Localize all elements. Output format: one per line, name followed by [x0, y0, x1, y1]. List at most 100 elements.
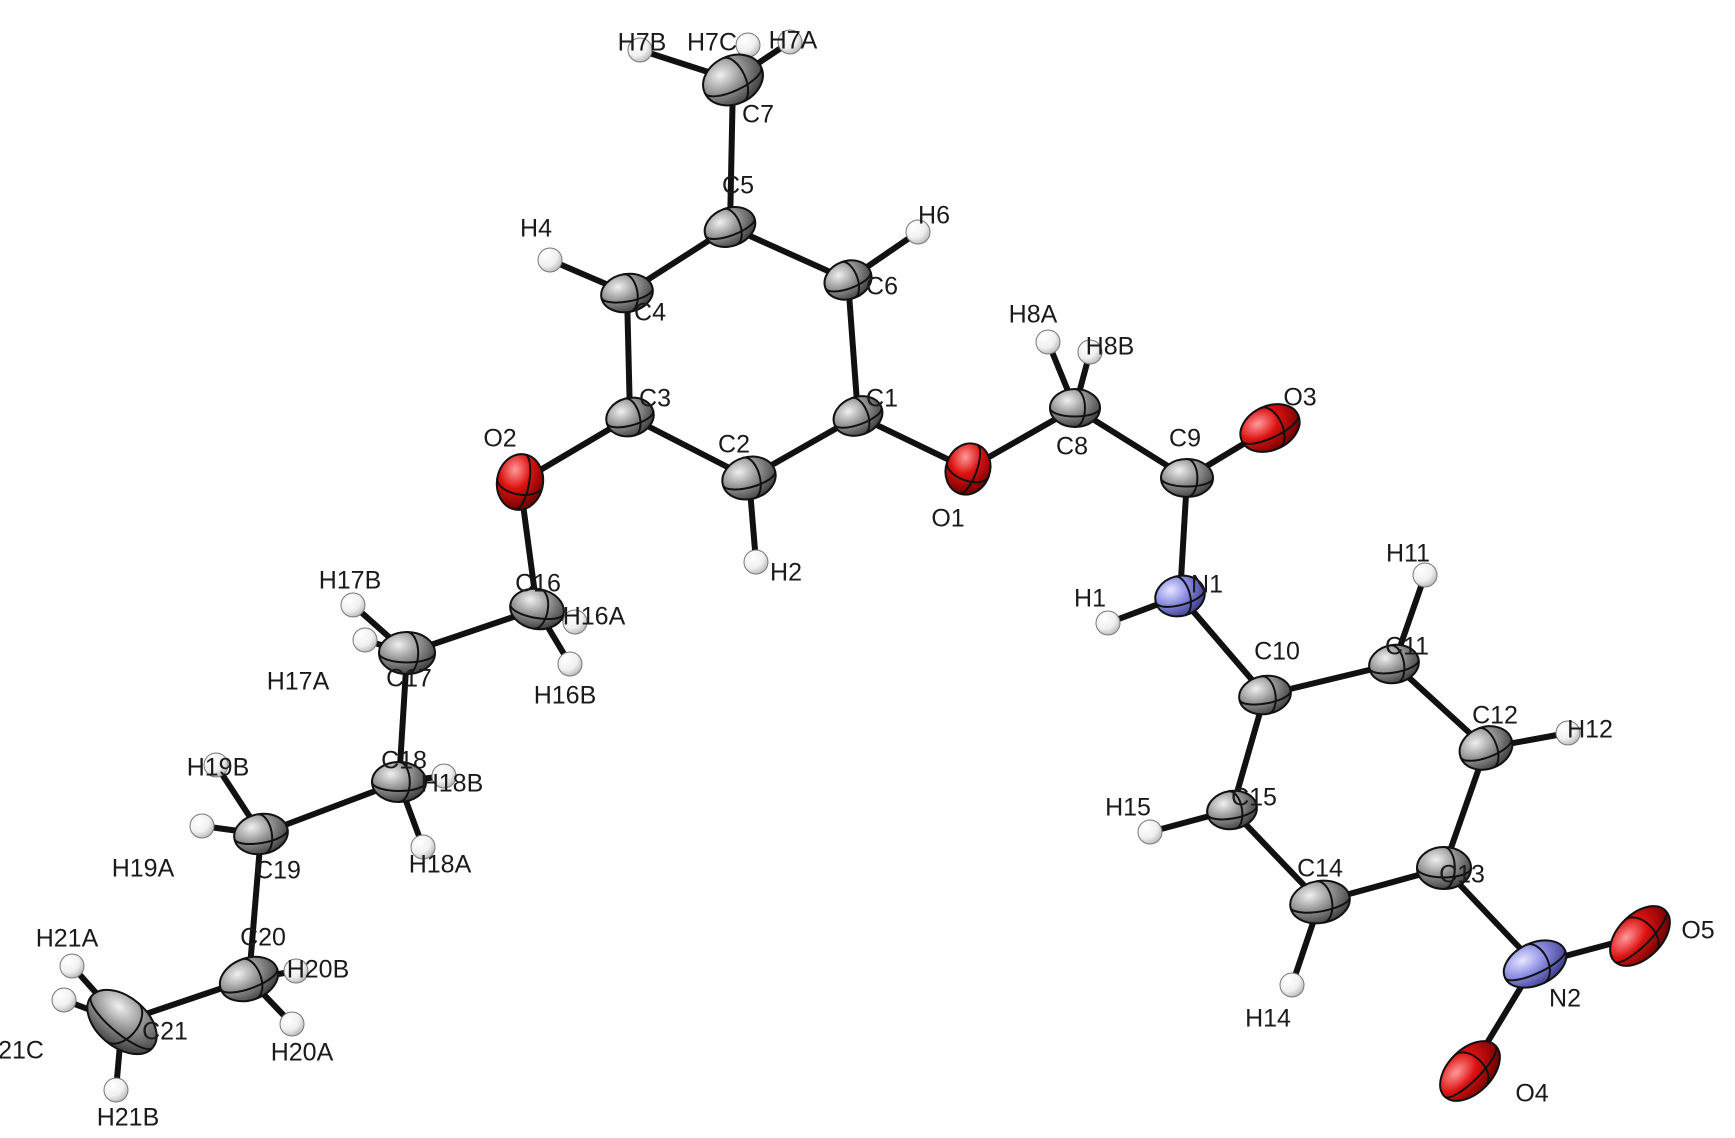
atom-label-h11: H11 [1386, 540, 1430, 568]
bond-c19-c20 [246, 831, 264, 982]
atom-c7 [702, 53, 764, 107]
atom-h12 [1555, 720, 1581, 746]
atom-label-h12: H12 [1567, 716, 1613, 744]
atom-h4 [537, 247, 563, 273]
atom-label-h17b: H17B [319, 567, 382, 595]
atom-h2 [743, 549, 769, 575]
atom-label-c21: C21 [142, 1018, 188, 1046]
atom-c8 [1049, 388, 1101, 428]
atom-label-o5: O5 [1681, 917, 1714, 945]
atom-c21 [86, 988, 158, 1056]
atom-o5 [1609, 905, 1671, 967]
atom-c6 [823, 259, 873, 301]
atom-label-c6: C6 [866, 273, 898, 301]
atom-c16 [509, 587, 565, 631]
atom-label-o2: O2 [483, 425, 516, 453]
atom-h17b [340, 592, 366, 618]
atom-c4 [600, 272, 654, 314]
atom-h16a [562, 609, 588, 635]
atom-label-o1: O1 [931, 505, 964, 533]
atom-c17 [378, 631, 436, 675]
bond-c6-c1 [845, 277, 861, 419]
atom-h21c [51, 987, 77, 1013]
atom-c18 [371, 761, 427, 803]
atom-c2 [721, 455, 777, 501]
atom-label-c3: C3 [639, 385, 671, 413]
atom-label-h7b: H7B [618, 29, 667, 57]
atom-h7c [735, 32, 761, 58]
atom-label-c1: C1 [866, 385, 898, 413]
atom-o3 [1239, 403, 1301, 453]
atom-o2 [495, 453, 545, 511]
atom-label-h8b: H8B [1086, 333, 1135, 361]
atom-label-c12: C12 [1472, 702, 1518, 730]
atom-c15 [1206, 789, 1258, 831]
atom-label-c5: C5 [722, 172, 754, 200]
atom-c5 [703, 206, 757, 248]
atom-label-h2: H2 [770, 559, 802, 587]
atom-label-c18: C18 [381, 747, 427, 775]
atom-label-h20b: H20B [287, 956, 350, 984]
atom-label-c20: C20 [240, 924, 286, 952]
atom-label-c4: C4 [634, 299, 666, 327]
atom-label-c10: C10 [1254, 638, 1300, 666]
atom-o4 [1439, 1040, 1501, 1102]
atom-h7a [777, 29, 803, 55]
atom-label-c16: C16 [515, 570, 561, 598]
atom-label-c9: C9 [1169, 425, 1201, 453]
atom-label-o3: O3 [1283, 384, 1316, 412]
atom-label-h7a: H7A [769, 27, 818, 55]
atom-label-h1: H1 [1074, 585, 1106, 613]
atom-label-c17: C17 [386, 665, 432, 693]
atom-h19a [189, 813, 215, 839]
atom-c3 [605, 396, 655, 438]
atom-label-c11: C11 [1385, 633, 1429, 661]
atom-c12 [1458, 725, 1514, 771]
atom-label-c13: C13 [1439, 861, 1485, 889]
atom-label-h19a: H19A [112, 855, 175, 883]
atom-h17a [352, 627, 378, 653]
atom-label-h8a: H8A [1009, 301, 1058, 329]
atom-h8a [1035, 329, 1061, 355]
atom-c14 [1289, 879, 1351, 925]
atom-n2 [1502, 939, 1568, 989]
atom-label-h21a: H21A [36, 925, 99, 953]
atom-h18b [431, 763, 457, 789]
atom-h15 [1137, 819, 1163, 845]
atom-label-h21b: H21B [97, 1104, 160, 1132]
atom-h21a [59, 953, 85, 979]
atom-c19 [233, 812, 289, 856]
atom-label-h16a: H16A [563, 603, 626, 631]
atom-h19b [203, 752, 229, 778]
atom-label-h20a: H20A [271, 1039, 334, 1067]
atom-label-c19: C19 [255, 857, 301, 885]
atom-label-h6: H6 [918, 202, 950, 230]
atom-c10 [1238, 674, 1292, 716]
atom-c11 [1368, 643, 1420, 685]
atom-label-c15: C15 [1231, 784, 1277, 812]
atom-h20b [283, 958, 309, 984]
atom-label-h21c: H21C [0, 1037, 44, 1065]
atom-label-n2: N2 [1549, 985, 1581, 1013]
atom-h20a [279, 1011, 305, 1037]
atom-h16b [557, 651, 583, 677]
atom-c20 [218, 955, 280, 1003]
atom-label-h19b: H19B [187, 754, 250, 782]
atom-h11 [1412, 562, 1438, 588]
atom-h21b [103, 1077, 129, 1103]
atom-h18a [410, 834, 436, 860]
atom-label-n1: N1 [1191, 571, 1223, 599]
bond-c3-c4 [624, 290, 633, 420]
atom-label-h14: H14 [1245, 1005, 1291, 1033]
atom-label-h18a: H18A [409, 851, 472, 879]
atom-h7b [627, 37, 653, 63]
atom-label-c7: C7 [742, 101, 774, 129]
atom-n1 [1154, 574, 1206, 618]
atom-h6 [905, 219, 931, 245]
atom-label-o4: O4 [1515, 1080, 1548, 1108]
atom-h1 [1095, 610, 1121, 636]
atom-label-h15: H15 [1105, 794, 1151, 822]
